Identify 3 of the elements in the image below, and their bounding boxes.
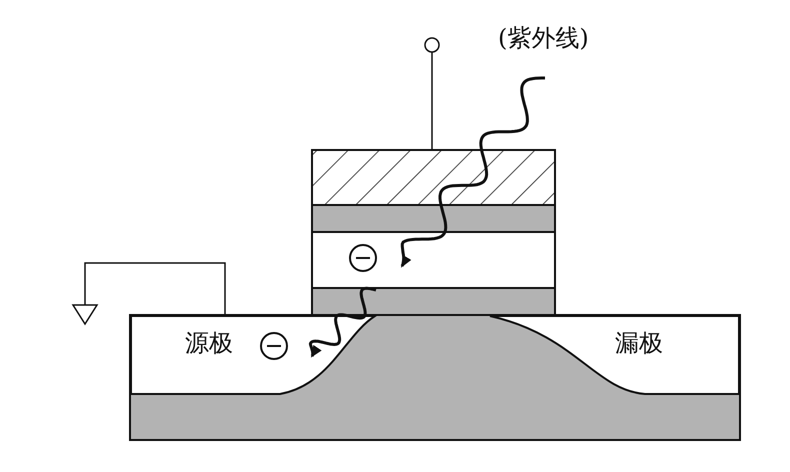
- uv-light-label: (紫外线): [498, 23, 589, 54]
- region-label: 源极: [185, 328, 233, 359]
- region-label: 漏极: [615, 328, 663, 359]
